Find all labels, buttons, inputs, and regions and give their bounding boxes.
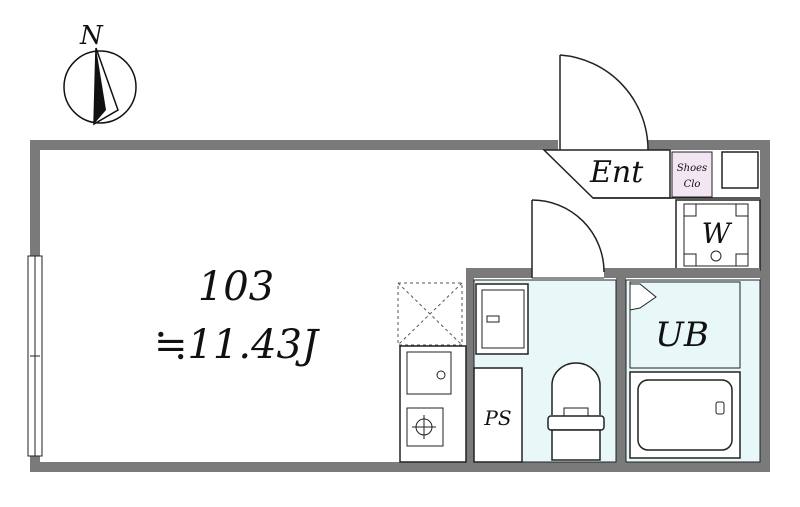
pipe-space-label: PS	[483, 406, 511, 430]
interior-wall-left	[466, 268, 474, 462]
shoes-closet-label-line2: Clo	[684, 179, 701, 190]
bathtub	[629, 371, 741, 459]
pipe-space: PS	[473, 367, 523, 463]
shoes-closet-label-line1: Shoes	[677, 163, 707, 174]
compass: N	[63, 21, 137, 126]
wash-basin	[475, 283, 529, 355]
room-area: ≒11.43J	[154, 322, 320, 368]
unit-bath-label: UB	[655, 315, 709, 355]
interior-wall-ub	[616, 278, 626, 462]
meter-box	[721, 151, 759, 189]
interior-wall	[466, 268, 760, 278]
entrance-door-gap	[558, 138, 648, 152]
entrance-door	[559, 54, 649, 151]
toilet	[547, 362, 605, 461]
room-number: 103	[198, 264, 274, 310]
washer-space: W	[675, 199, 761, 271]
shoes-closet: Shoes Clo	[671, 151, 713, 198]
inner-door-gap	[532, 266, 604, 280]
compass-north-label: N	[79, 21, 104, 51]
unit-bath: UB	[625, 279, 761, 463]
refrigerator-space	[397, 282, 463, 346]
stove-burner-icon	[412, 415, 436, 439]
washer-label: W	[702, 217, 733, 250]
inner-door	[531, 199, 605, 278]
left-window	[27, 255, 43, 457]
north-arrow-icon	[93, 47, 119, 126]
entrance-label: Ent	[589, 155, 644, 190]
entrance-area: Ent	[542, 149, 671, 199]
kitchen-counter	[399, 345, 467, 463]
